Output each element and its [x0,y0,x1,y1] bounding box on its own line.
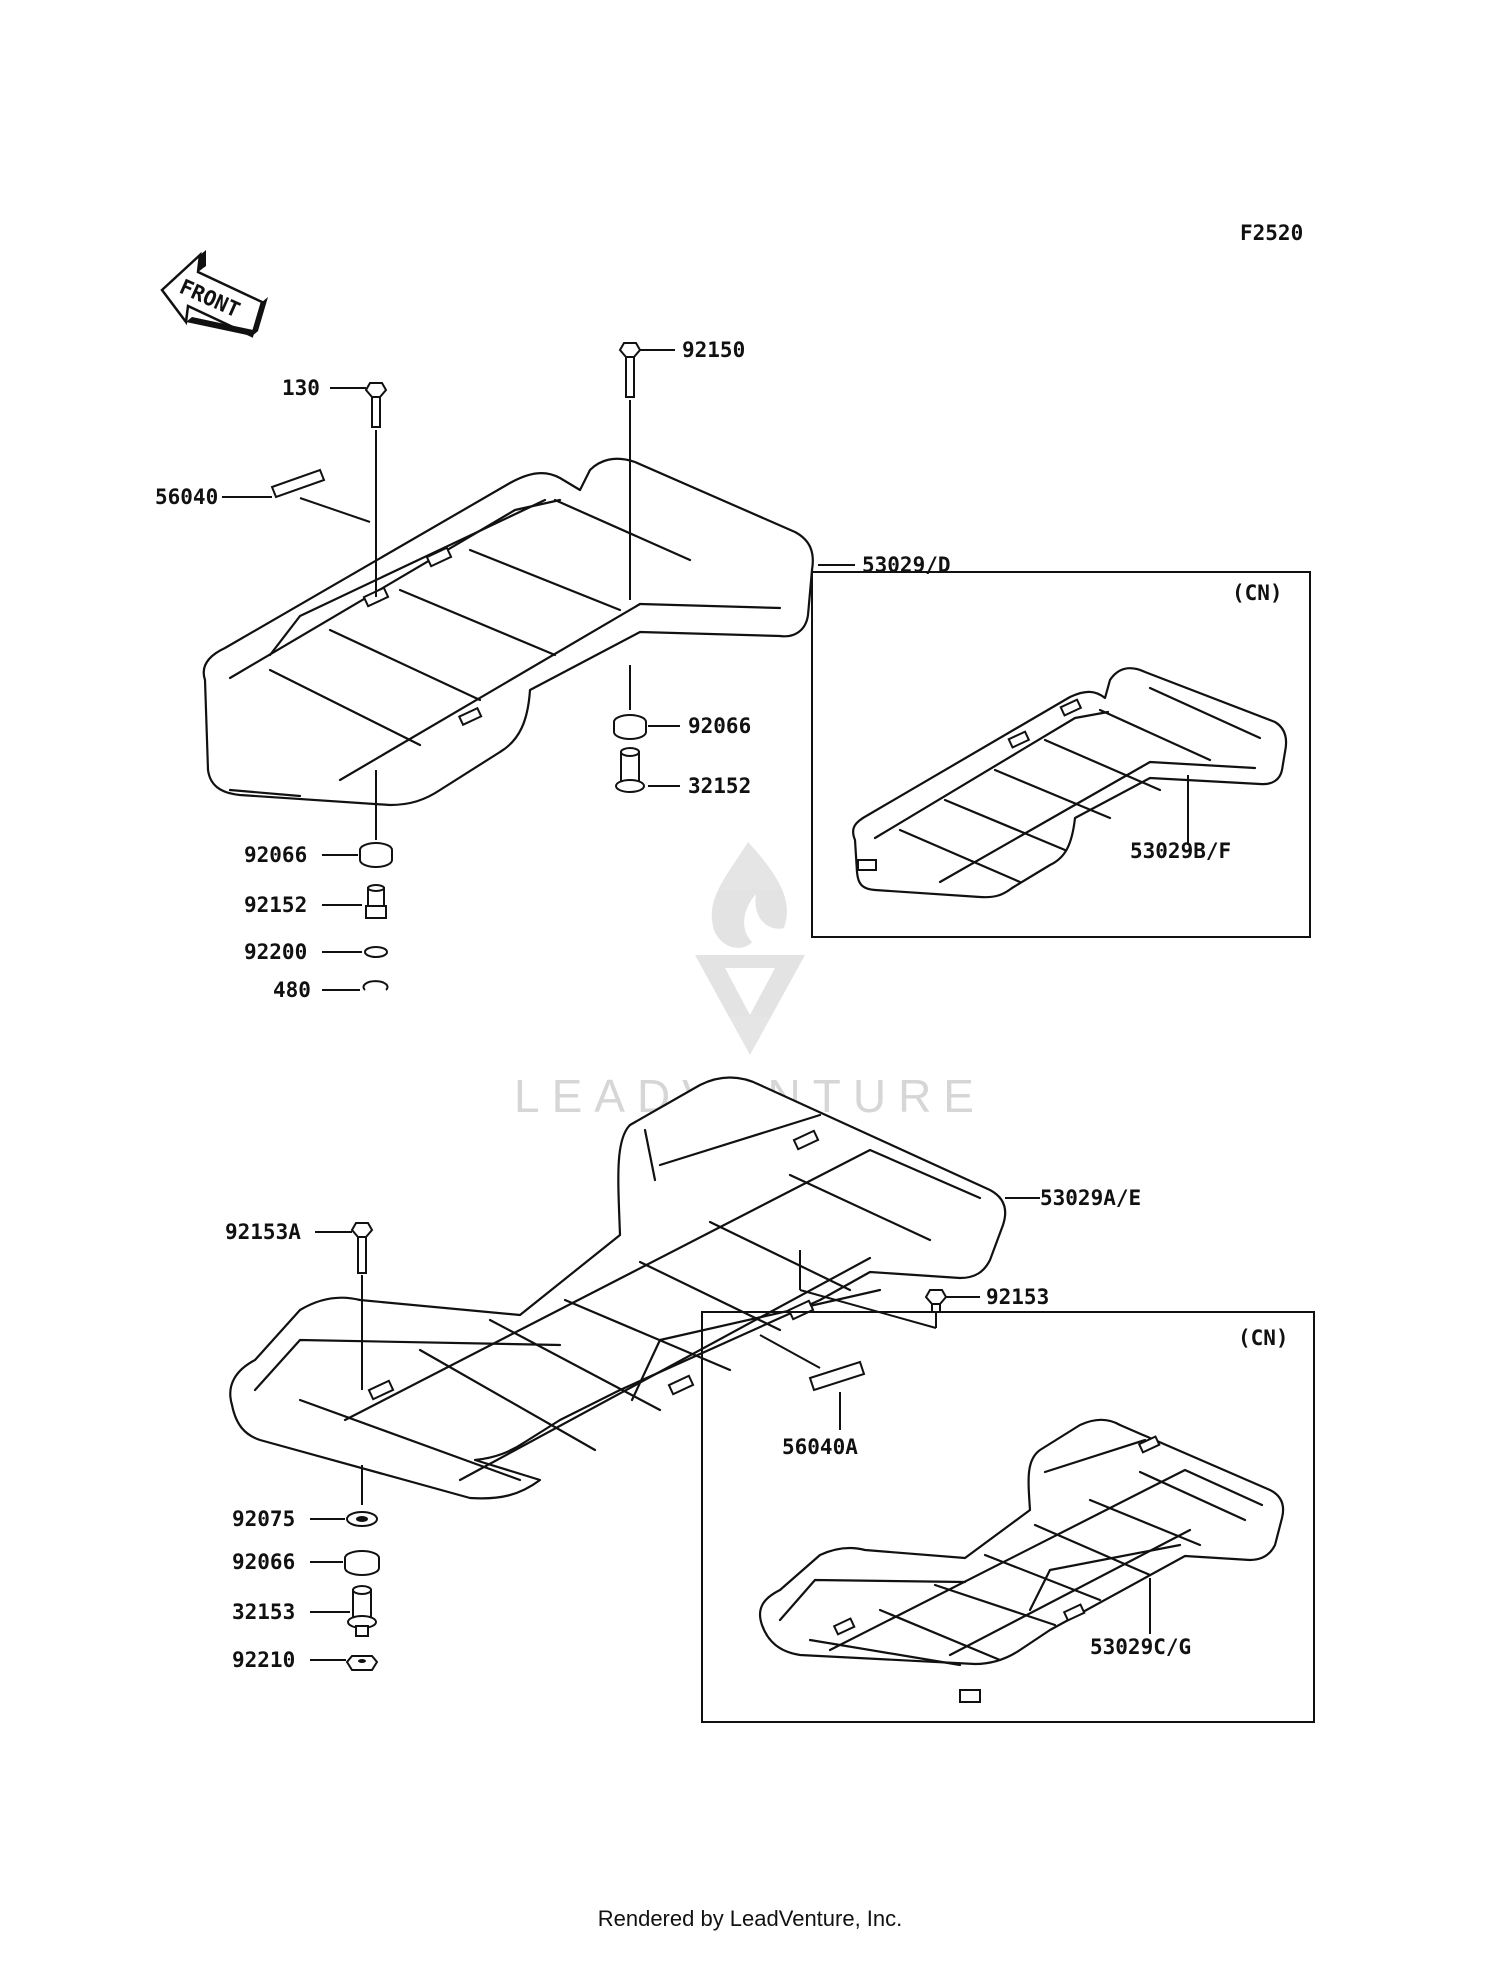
collar-32152 [615,747,645,793]
label-32152: 32152 [688,774,751,798]
watermark-logo [695,842,805,1055]
cn-region-box-2 [701,1311,1315,1723]
nut-92210 [345,1655,379,1671]
label-92150: 92150 [682,338,745,362]
label-130: 130 [282,376,320,400]
label-92153A: 92153A [225,1220,301,1244]
label-56040: 56040 [155,485,218,509]
label-92210: 92210 [232,1648,295,1672]
decal-56040 [270,468,326,499]
label-32153: 32153 [232,1600,295,1624]
label-92075: 92075 [232,1507,295,1531]
bolt-92153 [924,1289,948,1313]
footer-credit: Rendered by LeadVenture, Inc. [597,1906,903,1931]
washer-92075 [346,1511,378,1527]
label-92066-right: 92066 [688,714,751,738]
cn-region-box-1 [811,571,1311,938]
decal-56040A [808,1360,866,1392]
washer-92200 [364,946,388,958]
grommet-92066-lower [344,1550,380,1576]
circlip-480 [362,980,389,991]
label-53029D: 53029/D [862,553,951,577]
rear-carrier-rack-cn-1 [852,667,1288,899]
label-92153: 92153 [986,1285,1049,1309]
rear-carrier-rack-cn-2 [758,1418,1285,1703]
label-53029BF: 53029B/F [1130,839,1231,863]
rear-carrier-rack-lower [229,1076,1007,1500]
rear-carrier-rack-upper [202,457,814,807]
cn-label-2: (CN) [1238,1326,1289,1350]
label-53029AE: 53029A/E [1040,1186,1141,1210]
label-92066-lower: 92066 [232,1550,295,1574]
front-arrow-icon: FRONT [160,250,268,338]
label-56040A: 56040A [782,1435,858,1459]
collar-32153 [347,1585,377,1637]
cn-label-1: (CN) [1232,581,1283,605]
bolt-130 [364,382,388,597]
label-53029CG: 53029C/G [1090,1635,1191,1659]
label-92066-left: 92066 [244,843,307,867]
bolt-92153A [350,1222,374,1390]
collar-92152 [365,884,387,919]
label-480: 480 [273,978,311,1002]
grommet-92066-left [359,842,393,868]
bolt-92150 [618,342,642,600]
diagram-code: F2520 [1240,221,1303,245]
label-92152: 92152 [244,893,307,917]
label-92200: 92200 [244,940,307,964]
